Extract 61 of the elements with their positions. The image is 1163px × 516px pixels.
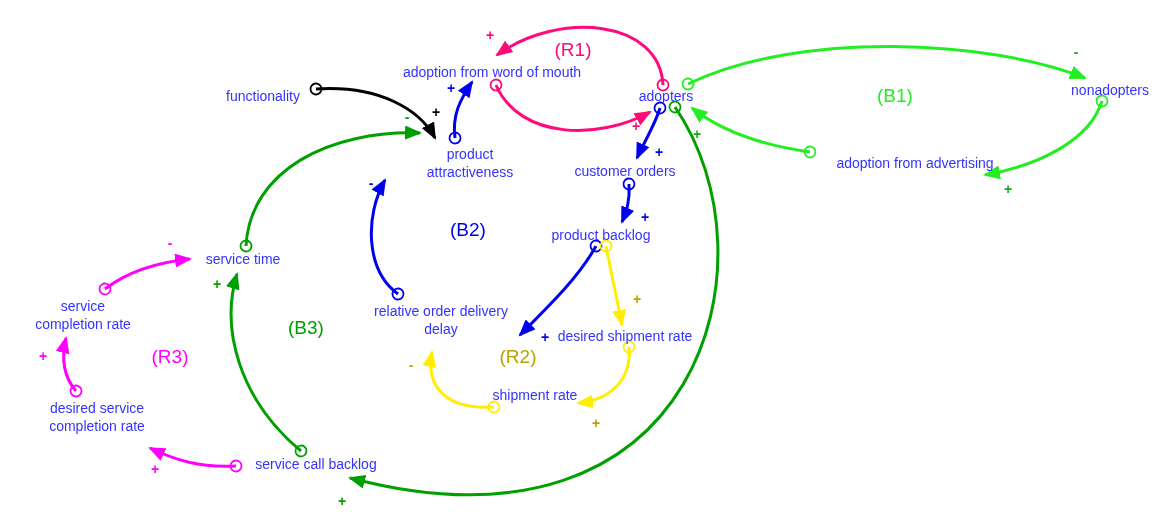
arrow	[635, 101, 667, 160]
variable-label: nonadopters	[1071, 81, 1149, 99]
arrow	[423, 350, 501, 414]
variable-label: desired service completion rate	[32, 399, 162, 435]
loop-label: (R2)	[499, 346, 537, 368]
polarity-sign: -	[1073, 45, 1079, 59]
arrow	[576, 340, 636, 408]
variable-label: adoption from advertising	[836, 154, 994, 172]
polarity-sign: -	[404, 110, 410, 124]
variable-label: product attractiveness	[410, 145, 530, 181]
loop-label: (B2)	[450, 219, 486, 241]
arrow	[226, 272, 308, 458]
polarity-sign: +	[640, 210, 650, 224]
arrow	[148, 446, 243, 473]
arrow	[599, 239, 626, 327]
arrow	[690, 106, 817, 159]
polarity-sign: -	[408, 358, 414, 372]
arrow	[495, 25, 670, 92]
variable-label: adopters	[638, 87, 694, 105]
variable-label: service completion rate	[28, 297, 138, 333]
variable-label: customer orders	[574, 162, 676, 180]
loop-label: (R3)	[151, 346, 189, 368]
variable-label: product backlog	[551, 226, 651, 244]
polarity-sign: +	[591, 416, 601, 430]
variable-label: functionality	[226, 87, 300, 105]
variable-label: desired shipment rate	[557, 327, 693, 345]
variable-label: service call backlog	[255, 455, 377, 473]
variable-label: shipment rate	[492, 386, 578, 404]
polarity-sign: +	[632, 292, 642, 306]
polarity-sign: -	[368, 176, 374, 190]
variable-label: relative order delivery delay	[356, 302, 526, 338]
arrow	[983, 94, 1109, 179]
arrow	[518, 239, 603, 337]
polarity-sign: -	[167, 236, 173, 250]
arrow	[489, 78, 652, 132]
arrow	[369, 178, 405, 301]
polarity-sign: +	[38, 349, 48, 363]
polarity-sign: +	[654, 145, 664, 159]
polarity-sign: +	[1003, 182, 1013, 196]
loop-label: (R1)	[554, 39, 592, 61]
polarity-sign: +	[212, 277, 222, 291]
loop-label: (B1)	[877, 85, 913, 107]
arrow	[681, 45, 1087, 91]
polarity-sign: +	[150, 462, 160, 476]
polarity-sign: +	[692, 127, 702, 141]
arrow	[348, 100, 720, 495]
variable-label: service time	[205, 250, 281, 268]
polarity-sign: +	[337, 494, 347, 508]
arrow	[239, 126, 422, 253]
arrow	[309, 82, 437, 140]
polarity-sign: +	[540, 330, 550, 344]
polarity-sign: +	[446, 81, 456, 95]
variable-label: adoption from word of mouth	[402, 63, 582, 81]
arrow	[620, 177, 636, 224]
polarity-sign: +	[485, 28, 495, 42]
polarity-sign: +	[631, 119, 641, 133]
loop-label: (B3)	[288, 317, 324, 339]
polarity-sign: +	[431, 105, 441, 119]
arrow	[98, 253, 192, 296]
arrow	[448, 80, 474, 145]
arrow	[56, 336, 83, 398]
